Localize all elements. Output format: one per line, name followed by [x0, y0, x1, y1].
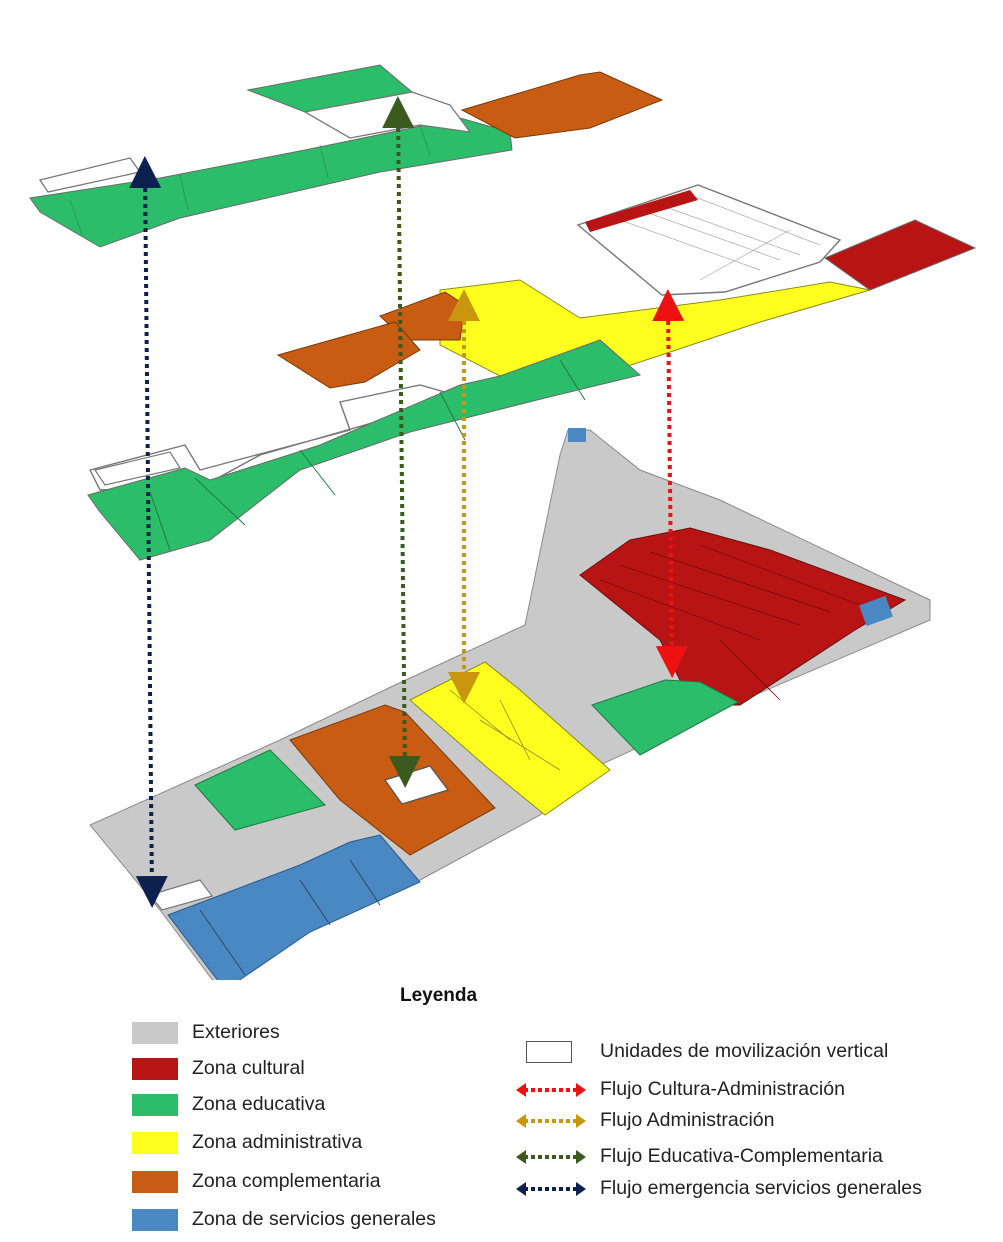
legend-label: Zona educativa — [192, 1093, 326, 1115]
legend-item-zona-cultural: Zona cultural — [132, 1057, 305, 1080]
legend-label: Flujo emergencia servicios generales — [600, 1177, 922, 1199]
bottom-educativa-right — [591, 679, 740, 756]
swatch-vertical-units — [526, 1040, 572, 1063]
dotted-arrow-icon — [516, 1181, 586, 1196]
legend-item-flow-educativa: Flujo Educativa-Complementaria — [516, 1145, 883, 1168]
swatch-zona-complementaria — [132, 1170, 178, 1193]
legend-label: Zona de servicios generales — [192, 1208, 436, 1230]
top-educativa-zone — [29, 117, 513, 248]
legend-label: Zona complementaria — [192, 1170, 381, 1192]
swatch-zona-administrativa — [132, 1131, 178, 1154]
flow-cultura-administracion-arrow — [652, 289, 688, 678]
flow-emergencia-arrow — [129, 156, 168, 908]
floor-plan-diagram — [29, 64, 977, 980]
swatch-zona-educativa — [132, 1093, 178, 1116]
bottom-servicios-small — [859, 595, 893, 627]
top-floor-plan — [29, 64, 664, 248]
legend-label: Flujo Cultura-Administración — [600, 1078, 845, 1100]
legend-label: Unidades de movilización vertical — [600, 1040, 889, 1062]
dotted-arrow-icon — [516, 1113, 586, 1128]
legend-label: Exteriores — [192, 1021, 280, 1043]
legend-item-exteriores: Exteriores — [132, 1021, 280, 1044]
legend-label: Zona administrativa — [192, 1131, 363, 1153]
swatch-zona-servicios — [132, 1208, 178, 1231]
middle-cultural-top — [585, 190, 698, 232]
dotted-arrow-icon — [516, 1082, 586, 1097]
middle-outline-right — [576, 184, 842, 296]
dotted-arrow-icon — [516, 1149, 586, 1164]
legend-item-zona-administrativa: Zona administrativa — [132, 1131, 362, 1154]
legend-label: Flujo Administración — [600, 1109, 775, 1131]
legend-item-vertical-units: Unidades de movilización vertical — [526, 1040, 888, 1063]
middle-administrativa-zone — [439, 279, 871, 377]
legend-item-zona-complementaria: Zona complementaria — [132, 1170, 381, 1193]
legend-label: Zona cultural — [192, 1057, 305, 1079]
legend-title: Leyenda — [400, 985, 478, 1006]
swatch-exteriores — [132, 1021, 178, 1044]
legend-item-flow-cultura: Flujo Cultura-Administración — [516, 1078, 845, 1101]
flow-educativa-complementaria-arrow — [382, 96, 421, 788]
middle-cultural-right — [823, 219, 977, 291]
swatch-zona-cultural — [132, 1057, 178, 1080]
legend-label: Flujo Educativa-Complementaria — [600, 1145, 883, 1167]
middle-floor-plan — [87, 184, 977, 561]
legend-item-zona-servicios: Zona de servicios generales — [132, 1208, 436, 1231]
legend-item-flow-administracion: Flujo Administración — [516, 1109, 775, 1132]
legend-item-flow-emergencia: Flujo emergencia servicios generales — [516, 1177, 922, 1200]
top-complementaria-zone — [460, 71, 664, 139]
bottom-servicios-corner — [568, 428, 586, 442]
bottom-educativa-left — [194, 749, 326, 831]
legend-item-zona-educativa: Zona educativa — [132, 1093, 325, 1116]
